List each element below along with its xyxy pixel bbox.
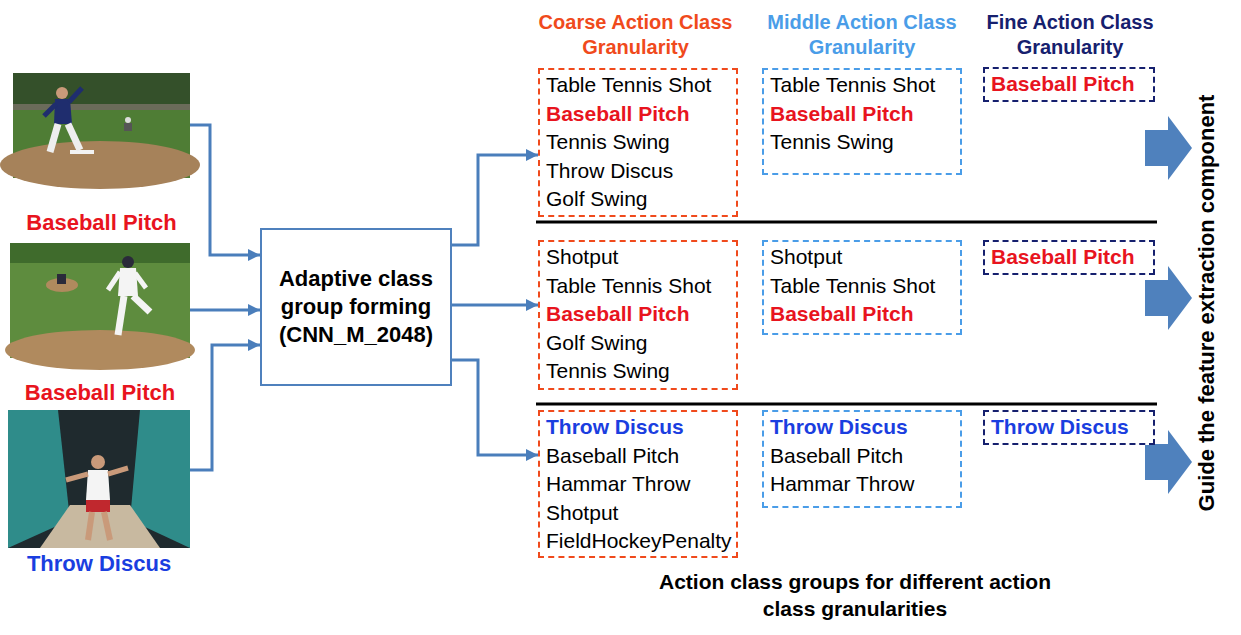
flow-arrow [190, 309, 260, 312]
class-group-box: Throw DiscusBaseball PitchHammar ThrowSh… [538, 410, 738, 558]
class-group-box: Table Tennis ShotBaseball PitchTennis Sw… [538, 68, 738, 217]
outfield [10, 243, 190, 263]
class-name: Tennis Swing [770, 128, 954, 157]
class-name: Baseball Pitch [546, 300, 730, 329]
flow-arrow [452, 304, 538, 307]
rubber [70, 150, 94, 154]
class-name: Baseball Pitch [770, 442, 954, 471]
leg [133, 296, 150, 312]
fence [13, 104, 190, 110]
process-box: Adaptive class group forming (CNN_M_2048… [260, 228, 452, 386]
class-name: Shotput [546, 243, 730, 272]
baseball-photo [0, 73, 200, 189]
leg [118, 296, 124, 335]
class-name: Golf Swing [546, 329, 730, 358]
mound [0, 141, 200, 189]
class-name: Table Tennis Shot [770, 272, 954, 301]
head [91, 455, 105, 469]
baseball-photo [5, 243, 195, 370]
class-name: Baseball Pitch [770, 100, 954, 129]
column-header: Fine Action Class Granularity [975, 10, 1165, 60]
class-group-box: ShotputTable Tennis ShotBaseball PitchGo… [538, 240, 738, 390]
class-group-box: Table Tennis ShotBaseball PitchTennis Sw… [762, 68, 962, 175]
head [122, 256, 134, 268]
arena [8, 410, 190, 548]
block-arrow [1145, 116, 1192, 180]
mound [5, 330, 195, 370]
separator-line [536, 221, 1157, 224]
class-name: Shotput [546, 499, 730, 528]
catcher [57, 274, 66, 284]
class-name: Baseball Pitch [770, 300, 954, 329]
class-name: Table Tennis Shot [546, 272, 730, 301]
class-name: Throw Discus [770, 413, 954, 442]
class-name: Table Tennis Shot [770, 71, 954, 100]
torso [86, 470, 110, 500]
class-name: Hammar Throw [770, 470, 954, 499]
class-name: Baseball Pitch [991, 243, 1147, 272]
arm [135, 273, 146, 288]
class-name: Throw Discus [546, 413, 730, 442]
caption-label: Action class groups for different action… [650, 568, 1060, 622]
class-name: Golf Swing [546, 185, 730, 214]
class-group-box: Throw DiscusBaseball PitchHammar Throw [762, 410, 962, 508]
class-name: Hammar Throw [546, 470, 730, 499]
catcher [124, 123, 132, 131]
flow-arrow [452, 155, 538, 245]
leg [50, 124, 58, 152]
column-header: Middle Action Class Granularity [757, 10, 967, 60]
arm [108, 272, 120, 290]
flow-arrow [190, 125, 260, 255]
class-name: Tennis Swing [546, 128, 730, 157]
arm [44, 104, 56, 116]
photo-node: Baseball Pitch [13, 73, 190, 236]
head [56, 87, 68, 99]
torso [118, 268, 138, 296]
class-name: Table Tennis Shot [546, 71, 730, 100]
class-name: Throw Discus [546, 157, 730, 186]
arm [69, 88, 82, 102]
class-group-box: ShotputTable Tennis ShotBaseball Pitch [762, 240, 962, 335]
class-name: Baseball Pitch [546, 442, 730, 471]
leg [104, 512, 110, 540]
photo-caption: Baseball Pitch [13, 210, 190, 236]
photo-caption: Throw Discus [8, 551, 190, 577]
discus-photo [8, 410, 190, 548]
class-name: Baseball Pitch [546, 100, 730, 129]
class-group-box: Baseball Pitch [983, 67, 1155, 102]
class-name: Throw Discus [991, 413, 1147, 442]
arm [66, 474, 88, 480]
photo-node: Throw Discus [8, 410, 190, 577]
block-arrow [1145, 266, 1192, 330]
class-name: FieldHockeyPenalty [546, 527, 730, 556]
class-group-box: Baseball Pitch [983, 240, 1155, 275]
flow-arrow [452, 360, 538, 455]
separator-line [536, 403, 1157, 406]
process-label: Adaptive class group forming (CNN_M_2048… [270, 265, 442, 349]
column-header: Coarse Action Class Granularity [533, 10, 738, 60]
flow-arrow [190, 345, 260, 470]
shorts [86, 500, 110, 512]
side-label: Guide the feature extraction component [1194, 53, 1220, 553]
trees [13, 73, 190, 107]
arm [108, 468, 128, 474]
class-name: Shotput [770, 243, 954, 272]
class-name: Baseball Pitch [991, 70, 1147, 99]
torso [54, 99, 72, 124]
class-group-box: Throw Discus [983, 410, 1155, 445]
class-name: Tennis Swing [546, 357, 730, 386]
photo-node: Baseball Pitch [10, 243, 190, 406]
catcher [125, 117, 131, 123]
photo-caption: Baseball Pitch [10, 380, 190, 406]
leg [88, 512, 92, 540]
leg [68, 124, 80, 150]
